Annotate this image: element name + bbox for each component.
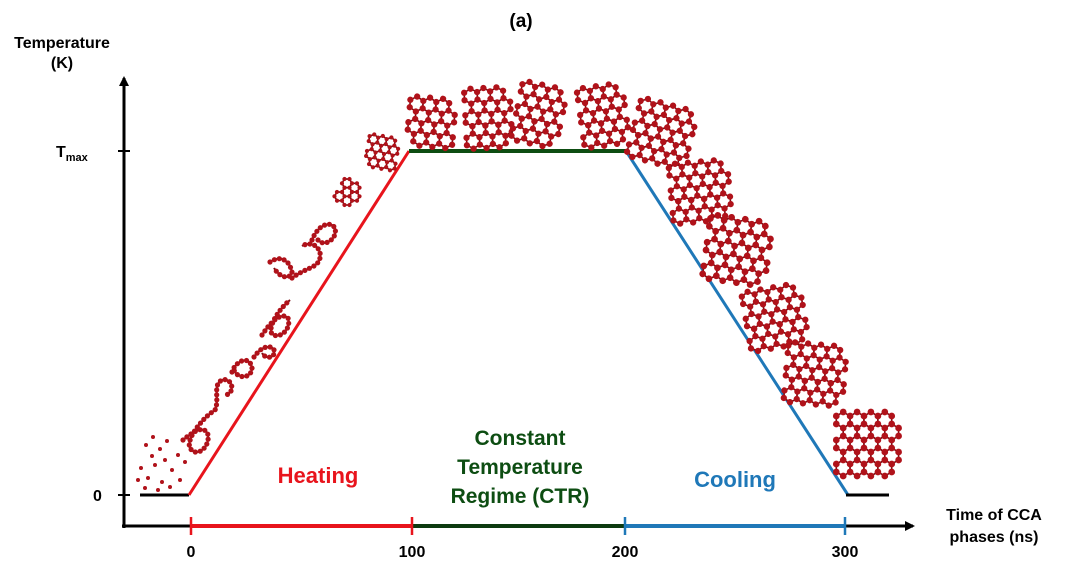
graphene-flake bbox=[508, 78, 568, 150]
graphene-flake bbox=[461, 84, 515, 152]
graphene-flake bbox=[665, 157, 734, 227]
atom-dot bbox=[146, 476, 150, 480]
atom-dot bbox=[143, 486, 147, 490]
cooling-label: Cooling bbox=[694, 467, 776, 492]
graphene-flake bbox=[332, 176, 362, 208]
atom-dot bbox=[144, 443, 148, 447]
atom-dot bbox=[139, 466, 143, 470]
x-axis-label-line2: phases (ns) bbox=[950, 529, 1039, 546]
y-tick-label-zero: 0 bbox=[93, 488, 102, 505]
graphene-flake bbox=[832, 408, 902, 480]
atom-dot bbox=[156, 488, 160, 492]
y-tick-label-tmax: Tmax bbox=[56, 144, 89, 164]
atom-dot bbox=[151, 435, 155, 439]
heating-label: Heating bbox=[278, 463, 359, 488]
carbon-chain bbox=[180, 377, 235, 455]
atom-dot bbox=[178, 478, 182, 482]
atom-dot bbox=[150, 454, 154, 458]
heating-line bbox=[187, 150, 411, 496]
atom-dot bbox=[165, 439, 169, 443]
carbon-chain bbox=[309, 221, 338, 246]
y-axis-label-line1: Temperature bbox=[14, 35, 110, 52]
x-axis-label-line1: Time of CCA bbox=[946, 507, 1042, 524]
y-axis-label-line2: (K) bbox=[51, 55, 73, 72]
x-tick-label-300: 300 bbox=[832, 544, 859, 561]
x-tick-label-100: 100 bbox=[399, 544, 426, 561]
atom-dot bbox=[136, 478, 140, 482]
graphene-flake bbox=[699, 212, 774, 288]
graphene-flake bbox=[780, 339, 849, 409]
ctr-label-line1: Constant bbox=[475, 427, 566, 450]
carbon-chain bbox=[289, 241, 323, 281]
panel-label: (a) bbox=[509, 11, 532, 32]
ctr-label-line3: Regime (CTR) bbox=[451, 485, 590, 508]
graphene-flake bbox=[404, 93, 458, 152]
graphene-flake bbox=[573, 81, 631, 151]
carbon-chain bbox=[259, 299, 292, 339]
graphene-flake bbox=[623, 95, 698, 171]
carbon-chain bbox=[267, 256, 295, 280]
x-tick-label-0: 0 bbox=[187, 544, 196, 561]
atom-dot bbox=[163, 458, 167, 462]
carbon-chain bbox=[251, 344, 277, 360]
carbon-structure-snapshots bbox=[136, 78, 902, 492]
atom-dot bbox=[168, 485, 172, 489]
atom-dot bbox=[158, 447, 162, 451]
atom-dot bbox=[153, 463, 157, 467]
ctr-label-line2: Temperature bbox=[457, 456, 583, 479]
atom-dot bbox=[183, 460, 187, 464]
graphene-flake bbox=[738, 281, 810, 355]
carbon-chain bbox=[229, 357, 255, 380]
atom-dot bbox=[170, 468, 174, 472]
graphene-flake bbox=[364, 132, 401, 173]
x-tick-label-200: 200 bbox=[612, 544, 639, 561]
atom-dot bbox=[160, 480, 164, 484]
cooling-line bbox=[624, 150, 850, 496]
atom-dot bbox=[176, 453, 180, 457]
